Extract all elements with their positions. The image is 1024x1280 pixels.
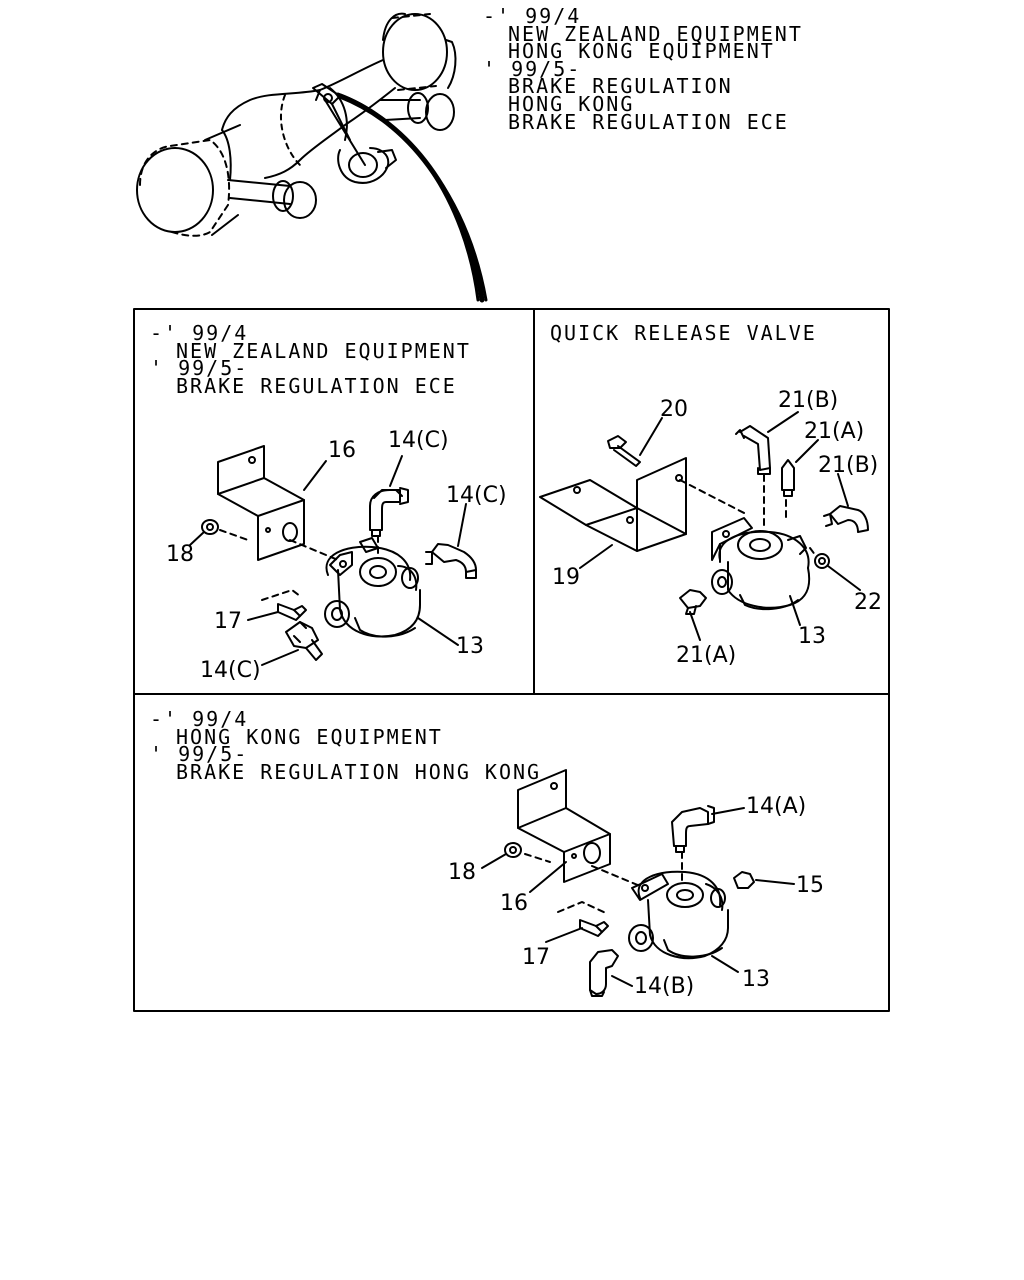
- header-note-line: NEW ZEALAND EQUIPMENT: [508, 22, 803, 46]
- header-note-line: BRAKE REGULATION ECE: [508, 110, 789, 134]
- axle-overview-illustration: [137, 14, 486, 300]
- header-note-line: -' 99/4: [483, 4, 582, 28]
- panel-note-line: ' 99/5-: [150, 356, 249, 380]
- callout-13: 13: [742, 967, 770, 992]
- header-note-line: BRAKE REGULATION: [508, 74, 733, 98]
- callout-21a: 21(A): [804, 419, 865, 444]
- callout-17: 17: [522, 945, 550, 970]
- callout-20: 20: [660, 397, 688, 422]
- callout-16: 16: [328, 438, 356, 463]
- callout-14a: 14(A): [746, 794, 807, 819]
- qrv-valve-illustration: [540, 412, 868, 640]
- panel-note-line: BRAKE REGULATION ECE: [176, 374, 457, 398]
- callout-21a: 21(A): [676, 643, 737, 668]
- panel-note-line: BRAKE REGULATION HONG KONG: [176, 760, 542, 784]
- callout-14c: 14(C): [446, 483, 507, 508]
- header-note-line: HONG KONG: [508, 92, 635, 116]
- panel-title: QUICK RELEASE VALVE: [550, 321, 817, 345]
- callout-18: 18: [448, 860, 476, 885]
- callout-22: 22: [854, 590, 882, 615]
- panel-note-line: -' 99/4: [150, 321, 249, 345]
- detail-panels-frame: [134, 309, 889, 1011]
- panel-note-line: -' 99/4: [150, 707, 249, 731]
- panel-note-line: HONG KONG EQUIPMENT: [176, 725, 443, 749]
- callout-13: 13: [456, 634, 484, 659]
- header-note-line: ' 99/5-: [483, 57, 582, 81]
- panel-note-line: NEW ZEALAND EQUIPMENT: [176, 339, 471, 363]
- hk-valve-illustration: [482, 770, 794, 996]
- callout-19: 19: [552, 565, 580, 590]
- callout-16: 16: [500, 891, 528, 916]
- callout-14c: 14(C): [388, 428, 449, 453]
- callout-18: 18: [166, 542, 194, 567]
- callout-13: 13: [798, 624, 826, 649]
- callout-14c: 14(C): [200, 658, 261, 683]
- callout-15: 15: [796, 873, 824, 898]
- header-note-line: HONG KONG EQUIPMENT: [508, 39, 775, 63]
- callout-21b: 21(B): [778, 388, 839, 413]
- panel-note-line: ' 99/5-: [150, 742, 249, 766]
- callout-14b: 14(B): [634, 974, 695, 999]
- callout-21b: 21(B): [818, 453, 879, 478]
- callout-17: 17: [214, 609, 242, 634]
- nz-valve-illustration: [190, 446, 476, 665]
